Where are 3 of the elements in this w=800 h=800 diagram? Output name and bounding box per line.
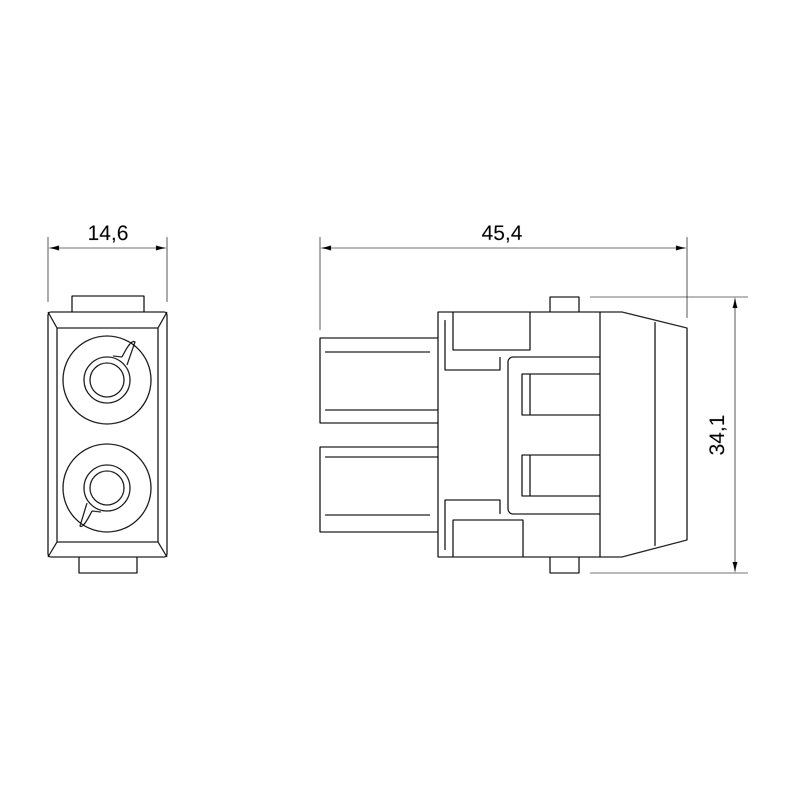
dimension-label: 34,1 — [709, 416, 727, 455]
dimension-label: 45,4 — [482, 225, 522, 243]
dimension-label: 14,6 — [89, 225, 128, 243]
